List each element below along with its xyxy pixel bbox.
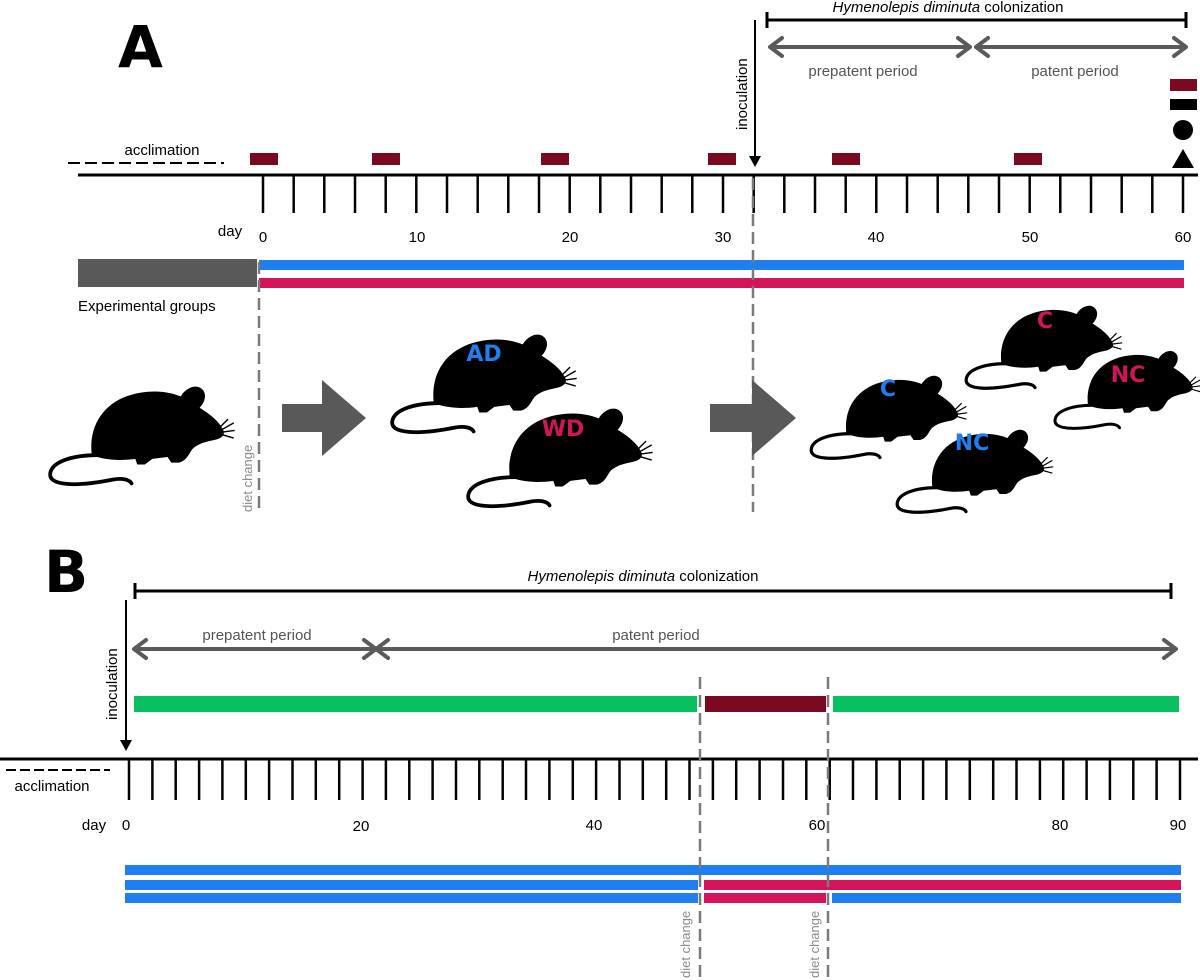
panel-b-diet-change-label: diet change <box>678 911 693 978</box>
panel-b-tick-label: 60 <box>809 817 826 834</box>
panel-b-period-arrows <box>132 638 1178 660</box>
panel-a-letter: A <box>118 13 163 81</box>
sampling-marker <box>250 153 278 165</box>
panel-a-tick-label: 50 <box>1022 229 1039 246</box>
panel-a-pink-group-bar <box>259 278 1184 288</box>
panel-b-green-diet-bar <box>134 696 697 712</box>
panel-b-pink-group-bar <box>704 880 1181 890</box>
panel-b-pink-group-bar <box>704 893 826 903</box>
panel-a: A Hymenolepis diminuta colonization prep… <box>50 0 1200 512</box>
mouse-label: NC <box>1111 363 1146 388</box>
sampling-marker <box>1014 153 1042 165</box>
panel-b-green-diet-bar <box>833 696 1179 712</box>
panel-a-prepatent-label: prepatent period <box>808 63 917 80</box>
panel-b-blue-group-bar <box>125 893 698 903</box>
circle-icon <box>1173 120 1193 140</box>
panel-a-legend-icons <box>1170 79 1197 168</box>
panel-b-tick-label: 20 <box>353 818 370 835</box>
panel-b-inoculation-label: inoculation <box>104 648 121 720</box>
mouse-icon <box>50 387 235 485</box>
sampling-marker <box>708 153 736 165</box>
panel-a-inoculation-label: inoculation <box>734 58 751 130</box>
panel-b-letter: B <box>44 538 88 606</box>
panel-b-tick-label: 80 <box>1052 817 1069 834</box>
panel-b-maroon-diet-bar <box>705 696 826 712</box>
maroon-bar-icon <box>1170 79 1197 91</box>
panel-b: B Hymenolepis diminuta colonization prep… <box>0 538 1198 980</box>
panel-a-period-arrows <box>768 36 1188 58</box>
panel-b-blue-group-bar <box>832 893 1181 903</box>
sampling-marker <box>541 153 569 165</box>
panel-a-diet-change-label: diet change <box>240 445 255 512</box>
black-bar-icon <box>1170 99 1197 110</box>
panel-a-inoculation-arrow <box>749 20 761 167</box>
mouse-label: C <box>1037 309 1053 334</box>
panel-b-tick-label: 90 <box>1170 817 1187 834</box>
mouse-label: WD <box>542 417 585 442</box>
mouse-label: AD <box>466 342 501 367</box>
panel-a-tick-label: 40 <box>868 229 885 246</box>
panel-a-tick-label: 0 <box>259 229 267 246</box>
panel-a-colonization-bracket <box>765 12 1188 28</box>
panel-a-acclimation-label: acclimation <box>124 142 199 159</box>
panel-b-inoculation-arrow <box>120 600 132 751</box>
panel-b-tick-label: 40 <box>586 817 603 834</box>
panel-a-tick-label: 10 <box>409 229 426 246</box>
panel-b-patent-label: patent period <box>612 627 700 644</box>
panel-a-acclimation-bar <box>78 259 257 287</box>
panel-a-ticks <box>261 175 1185 213</box>
panel-a-groups-label: Experimental groups <box>78 298 216 315</box>
panel-a-sampling-markers <box>250 153 1042 165</box>
sampling-marker <box>832 153 860 165</box>
stage-arrow-icon <box>710 380 796 456</box>
panel-b-diet-change-label: diet change <box>807 911 822 978</box>
mouse-label: NC <box>955 431 990 456</box>
triangle-icon <box>1172 149 1194 168</box>
panel-b-ticks <box>127 759 1182 800</box>
panel-a-blue-group-bar <box>259 260 1184 270</box>
panel-a-patent-label: patent period <box>1031 63 1119 80</box>
panel-b-acclimation-label: acclimation <box>14 778 89 795</box>
panel-b-tick-label: 0 <box>122 817 130 834</box>
panel-a-colonization-title: Hymenolepis diminuta colonization <box>833 0 1064 16</box>
panel-a-tick-label: 30 <box>715 229 732 246</box>
panel-a-tick-label: 20 <box>562 229 579 246</box>
sampling-marker <box>372 153 400 165</box>
panel-b-prepatent-label: prepatent period <box>202 627 311 644</box>
mouse-label: C <box>880 377 896 402</box>
panel-b-colonization-bracket <box>133 583 1173 599</box>
panel-b-blue-group-bar <box>125 865 1181 875</box>
stage-arrow-icon <box>282 380 366 456</box>
panel-b-blue-group-bar <box>125 880 698 890</box>
panel-b-day-label: day <box>82 817 107 834</box>
panel-a-day-label: day <box>218 223 243 240</box>
panel-a-tick-label: 60 <box>1175 229 1192 246</box>
panel-b-colonization-title: Hymenolepis diminuta colonization <box>528 568 759 585</box>
